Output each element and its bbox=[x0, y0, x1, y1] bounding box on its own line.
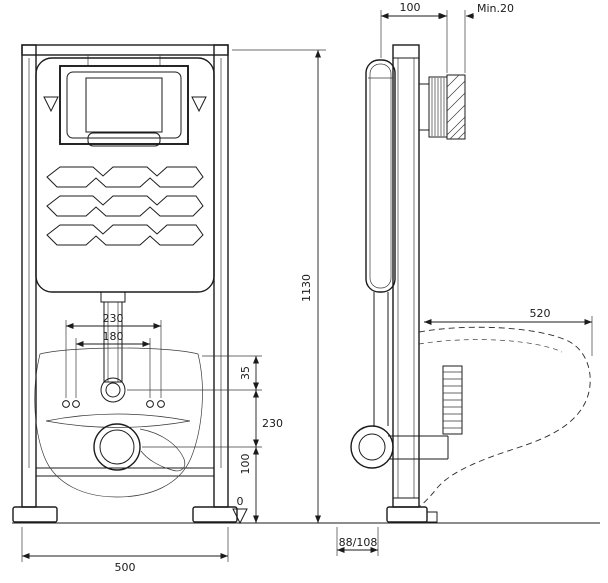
pan-outline-front bbox=[34, 347, 203, 498]
right-foot bbox=[192, 506, 238, 523]
wall-bracket bbox=[418, 83, 430, 131]
access-panel bbox=[59, 65, 189, 145]
dim-label-frame-depth: 100 bbox=[400, 1, 421, 14]
flush-plate bbox=[87, 132, 161, 147]
dim-label-bolt-spacing-outer: 230 bbox=[103, 312, 124, 325]
datum-triangle-icon bbox=[232, 508, 248, 525]
water-band-2 bbox=[46, 195, 204, 217]
front-frame bbox=[12, 44, 238, 523]
side-view bbox=[350, 44, 591, 523]
dim-label-pan-depth: 520 bbox=[530, 307, 551, 320]
level-mark-left-icon bbox=[43, 96, 59, 113]
bolt-hole bbox=[62, 400, 70, 408]
cistern-front bbox=[35, 57, 215, 293]
front-dimensions: 230 180 35 230 100 0 1130 500 bbox=[21, 49, 326, 574]
side-frame bbox=[386, 44, 438, 523]
wall-section bbox=[446, 74, 466, 140]
bolt-hole bbox=[72, 400, 80, 408]
floor-anchor bbox=[426, 511, 438, 523]
dim-label-floor-datum: 0 bbox=[237, 495, 244, 508]
cistern-side bbox=[365, 59, 396, 293]
wall-hatching bbox=[446, 74, 466, 140]
water-band-3 bbox=[46, 224, 204, 246]
level-mark-right-icon bbox=[191, 96, 207, 113]
flush-connection bbox=[100, 377, 126, 403]
wall-fixing bbox=[418, 74, 466, 140]
dim-label-flush-to-bolts: 35 bbox=[239, 366, 252, 380]
front-view bbox=[12, 44, 238, 523]
side-post bbox=[392, 44, 420, 508]
dim-label-outlet-offset: 88/108 bbox=[339, 536, 378, 549]
water-band-1 bbox=[46, 166, 204, 188]
outlet-connection bbox=[93, 423, 141, 471]
dim-label-frame-height: 1130 bbox=[300, 274, 313, 302]
outlet-bend bbox=[350, 425, 394, 469]
side-foot bbox=[386, 506, 428, 523]
pipework-side bbox=[350, 292, 463, 469]
left-foot bbox=[12, 506, 58, 523]
bolt-hole bbox=[146, 400, 154, 408]
dim-label-bolt-spacing-inner: 180 bbox=[103, 330, 124, 343]
dim-label-wall-min: Min.20 bbox=[477, 2, 514, 15]
dim-label-outlet-height: 100 bbox=[239, 454, 252, 475]
connections-front bbox=[62, 377, 165, 471]
pan-outline-side bbox=[418, 326, 591, 508]
top-crossbar bbox=[21, 44, 229, 56]
dim-label-flush-height: 230 bbox=[262, 417, 283, 430]
dim-label-frame-width: 500 bbox=[115, 561, 136, 574]
side-dimensions: 100 Min.20 520 88/108 bbox=[336, 1, 593, 556]
bolt-hole bbox=[157, 400, 165, 408]
